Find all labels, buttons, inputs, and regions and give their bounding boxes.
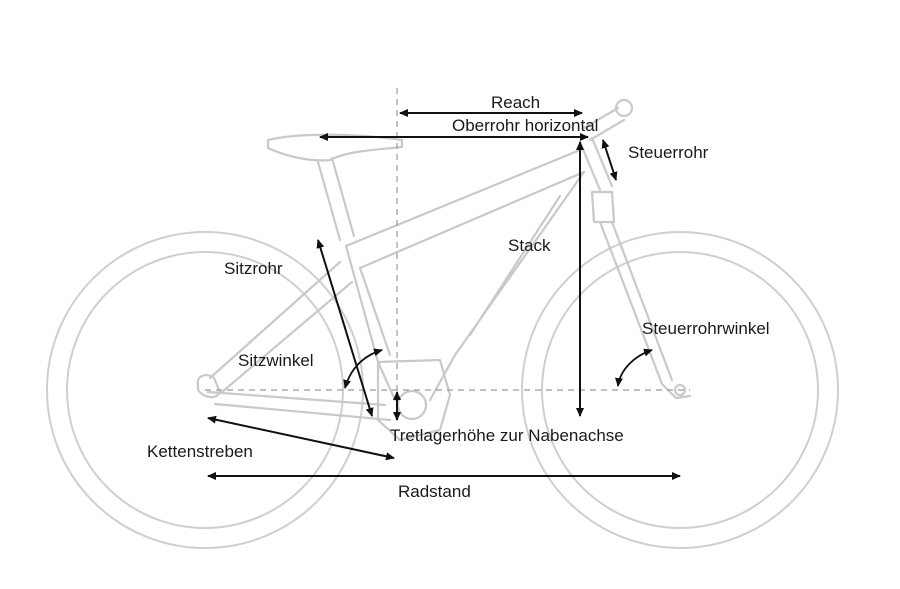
chainstays-label: Kettenstreben <box>147 442 253 461</box>
front-axle <box>673 383 687 397</box>
seatpost <box>316 156 356 242</box>
seat-angle-label: Sitzwinkel <box>238 351 314 370</box>
reach-label: Reach <box>491 93 541 112</box>
chainstay-arrow <box>207 415 395 461</box>
down-tube <box>428 170 586 402</box>
head-tube-label: Steuerrohr <box>628 143 709 162</box>
bb-drop-label: Tretlagerhöhe zur Nabenachse <box>390 426 624 445</box>
head-angle-label: Steuerrohrwinkel <box>642 319 770 338</box>
bottom-bracket <box>396 389 428 421</box>
fork-upper <box>590 190 616 224</box>
head-tube <box>578 136 614 192</box>
seat-tube <box>344 244 397 402</box>
top-tube-label: Oberrohr horizontal <box>452 116 599 135</box>
top-tube <box>344 148 586 270</box>
head-tube-arrow <box>601 139 618 181</box>
seat-angle-arc <box>343 348 383 389</box>
front-wheel <box>521 231 839 549</box>
head-angle-arc <box>615 348 653 387</box>
wheelbase-label: Radstand <box>398 482 471 501</box>
saddle <box>266 133 404 162</box>
seat-tube-label: Sitzrohr <box>224 259 283 278</box>
fork-leg <box>598 220 692 400</box>
stem <box>582 106 626 142</box>
stack-label: Stack <box>508 236 551 255</box>
handlebar <box>614 98 634 118</box>
rear-dropout <box>196 374 222 399</box>
